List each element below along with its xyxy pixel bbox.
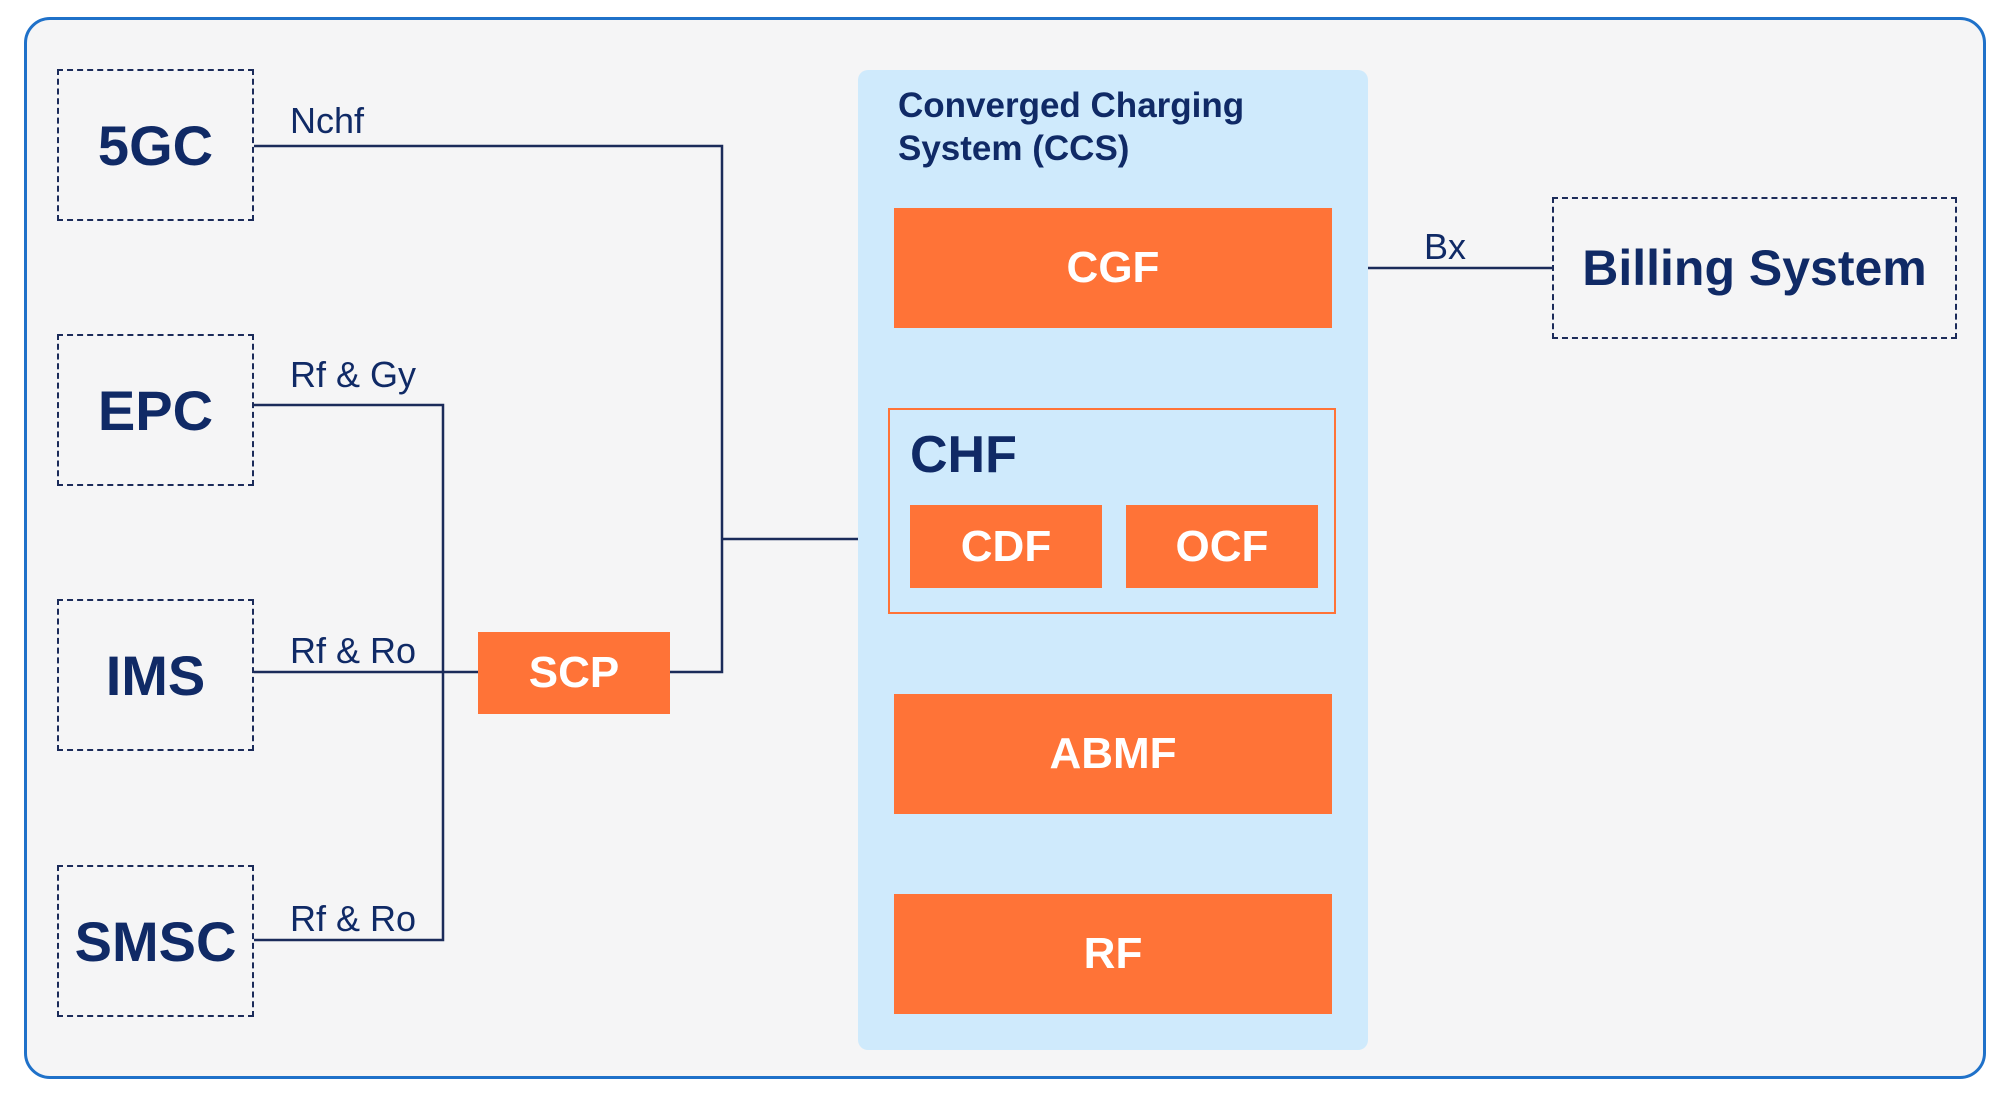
source-ims: IMS	[57, 599, 254, 751]
source-smsc: SMSC	[57, 865, 254, 1017]
chf-title: CHF	[910, 426, 1017, 484]
billing-system: Billing System	[1552, 197, 1957, 339]
interface-label-nchf: Nchf	[290, 100, 365, 141]
source-5gc: 5GC	[57, 69, 254, 221]
ccs-title: Converged Charging System (CCS)	[898, 86, 1245, 168]
chf-group	[888, 408, 1336, 614]
interface-label-epc: Rf & Gy	[290, 354, 417, 395]
cgf-node: CGF	[894, 208, 1332, 328]
ocf-node: OCF	[1126, 505, 1318, 588]
scp-node: SCP	[478, 632, 670, 714]
interface-label-ims: Rf & Ro	[290, 630, 417, 671]
abmf-node: ABMF	[894, 694, 1332, 814]
nchf-line	[254, 144, 724, 674]
source-epc: EPC	[57, 334, 254, 486]
interface-label-bx: Bx	[1424, 226, 1467, 267]
rf-node: RF	[894, 894, 1332, 1014]
cdf-node: CDF	[910, 505, 1102, 588]
interface-label-smsc: Rf & Ro	[290, 898, 417, 939]
